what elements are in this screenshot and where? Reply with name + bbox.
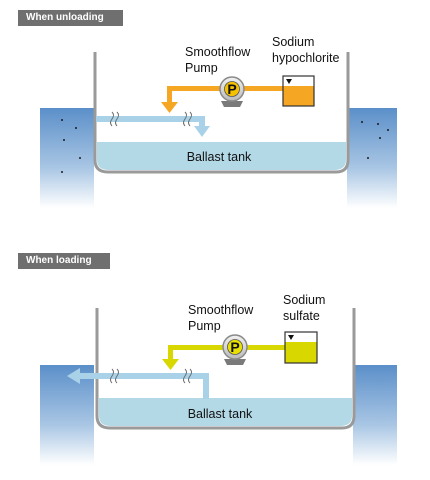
unloading-badge: When unloading — [18, 10, 123, 26]
loading-badge: When loading — [18, 253, 110, 269]
smoothflow-pump: P — [222, 334, 248, 365]
pump-label-line2: Pump — [188, 319, 221, 333]
seawater-pipe — [67, 368, 209, 399]
pump-label-line2: Pump — [185, 61, 218, 75]
sea-right — [353, 365, 397, 465]
chemical-label-line2: sulfate — [283, 309, 320, 323]
chemical-tank — [284, 331, 318, 364]
seawater-pipe — [96, 111, 210, 137]
tank-label: Ballast tank — [188, 407, 253, 421]
sea-left — [40, 365, 94, 465]
sea-left — [40, 108, 94, 208]
ship-hull — [95, 308, 356, 430]
chemical-label-line1: Sodium — [272, 35, 314, 49]
tank-label: Ballast tank — [187, 150, 252, 164]
ship-hull — [93, 52, 350, 174]
smoothflow-pump: P — [219, 76, 245, 107]
pump-label-line1: Smoothflow — [185, 45, 251, 59]
chemical-label-line1: Sodium — [283, 293, 325, 307]
pump-label-line1: Smoothflow — [188, 303, 254, 317]
ballast-water — [97, 142, 346, 170]
unloading-panel: P Smoothflow Pump Sodium hypochlorite Ba… — [40, 35, 397, 208]
chemical-dosing-line — [161, 86, 284, 113]
chemical-label-line2: hypochlorite — [272, 51, 339, 65]
chemical-tank — [282, 75, 315, 107]
pump-letter: P — [227, 81, 236, 97]
loading-panel: P Smoothflow Pump Sodium sulfate Ballast… — [40, 293, 397, 465]
pump-letter: P — [230, 339, 239, 355]
ballast-water — [99, 398, 352, 426]
sea-right — [347, 108, 397, 208]
chemical-dosing-line — [162, 345, 285, 370]
